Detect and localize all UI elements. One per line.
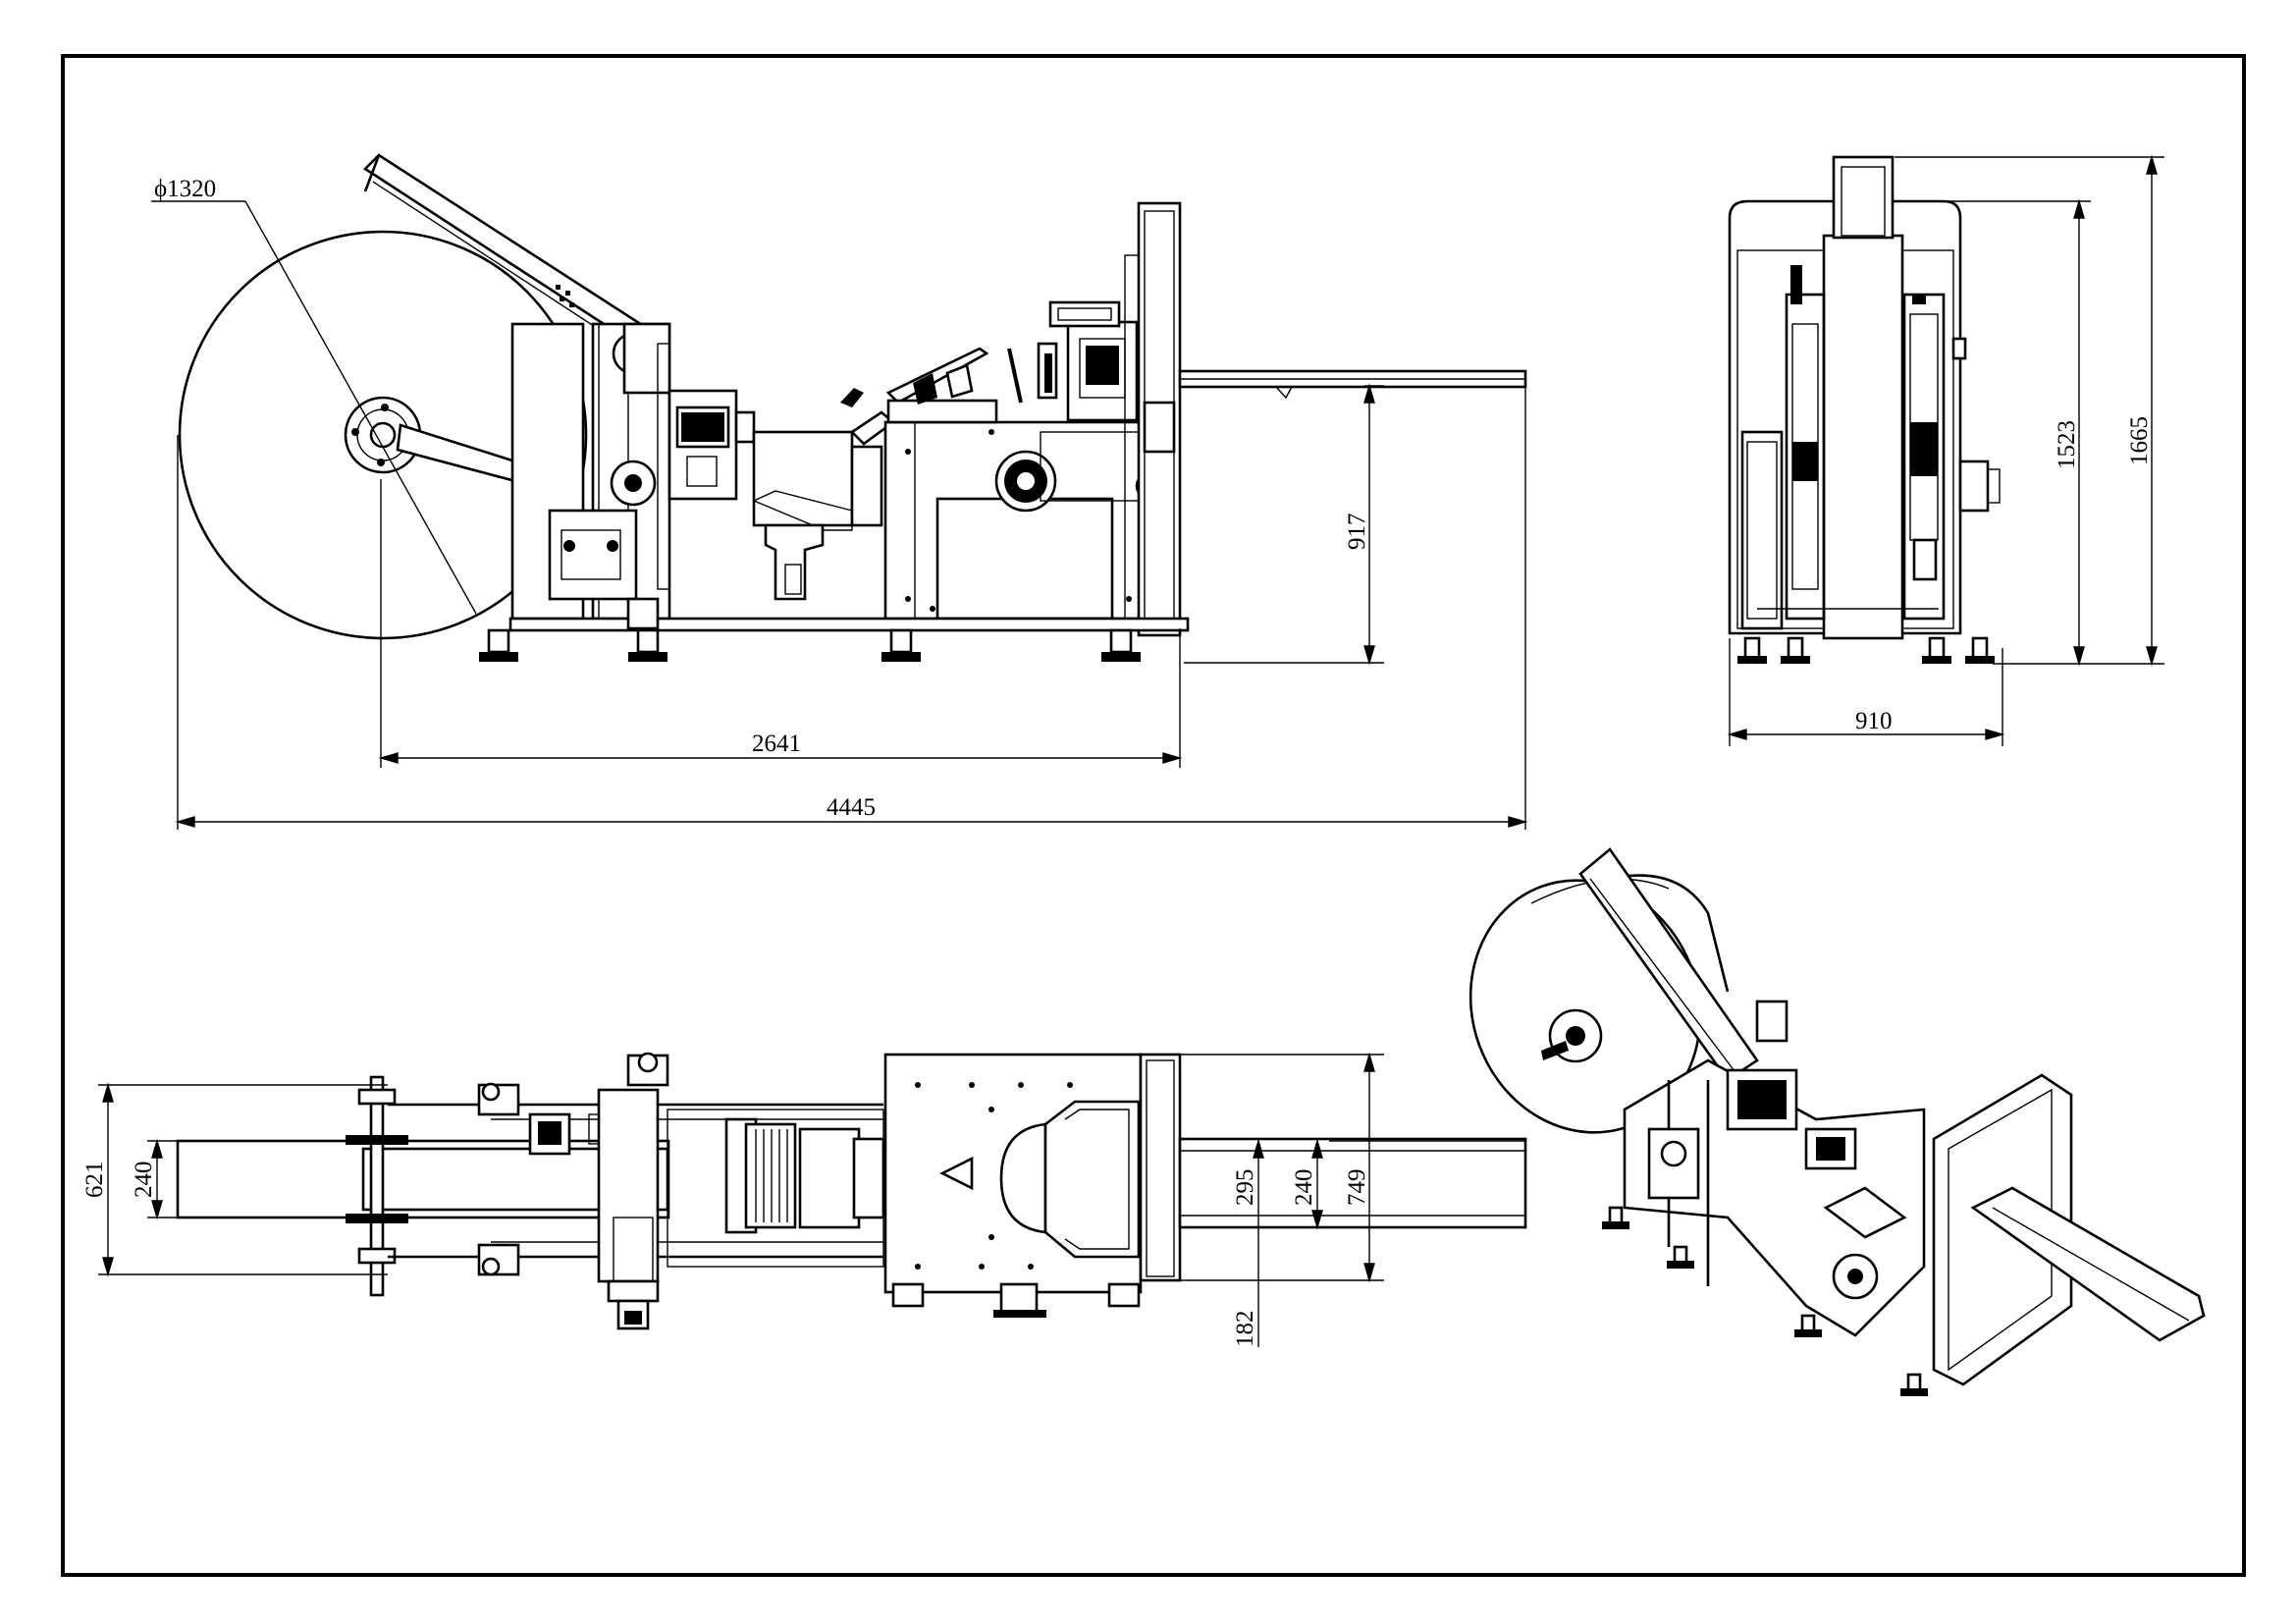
side-view: 1523 1665 910 (1727, 154, 2164, 746)
paper-roll (178, 230, 588, 640)
front-dimensions (175, 383, 1528, 830)
side-top-cap (1832, 155, 1895, 240)
dim-4445: 4445 (827, 794, 876, 821)
roll-shaft-top (369, 1075, 385, 1297)
dim-295: 295 (1232, 1169, 1258, 1207)
folding-section (752, 430, 854, 527)
side-dimensions (1727, 154, 2164, 746)
iso-chute-arm (1578, 847, 1759, 1082)
iso-outlet-conveyor (1970, 1186, 2206, 1342)
front-view: ϕ1320 917 2641 4445 (151, 153, 1528, 830)
dim-roll-diameter: ϕ1320 (154, 176, 216, 202)
embossing-unit (667, 389, 738, 501)
dim-182: 182 (1232, 1311, 1258, 1348)
top-view: 621 240 295 240 749 182 (81, 1052, 1527, 1348)
isometric-view (1468, 847, 2206, 1396)
top-ramp (885, 347, 989, 405)
side-center-column (1822, 234, 1904, 640)
diameter-leader (244, 200, 477, 615)
dim-749: 749 (1344, 1169, 1370, 1207)
feed-chute-arm (362, 153, 659, 350)
sheet-border (61, 54, 2246, 1577)
iso-feet (1602, 1206, 1928, 1396)
dim-1665: 1665 (2126, 416, 2153, 465)
outlet-transfer-plate (1043, 1100, 1141, 1259)
dim-240-right: 240 (1291, 1169, 1317, 1207)
dim-1523: 1523 (2054, 420, 2080, 469)
dim-240-left: 240 (131, 1162, 157, 1199)
dim-917: 917 (1344, 514, 1370, 551)
side-feet (1737, 636, 1995, 664)
levelling-feet (479, 628, 1141, 662)
top-dimensions (98, 1052, 1525, 1347)
dim-910: 910 (1855, 708, 1893, 734)
machine-base (508, 617, 1190, 632)
dim-621: 621 (81, 1162, 108, 1199)
top-view-feet (891, 1282, 1141, 1318)
dim-2641: 2641 (752, 731, 801, 757)
main-cabinet (883, 420, 1145, 621)
outlet-conveyor-top (1178, 1137, 1527, 1229)
